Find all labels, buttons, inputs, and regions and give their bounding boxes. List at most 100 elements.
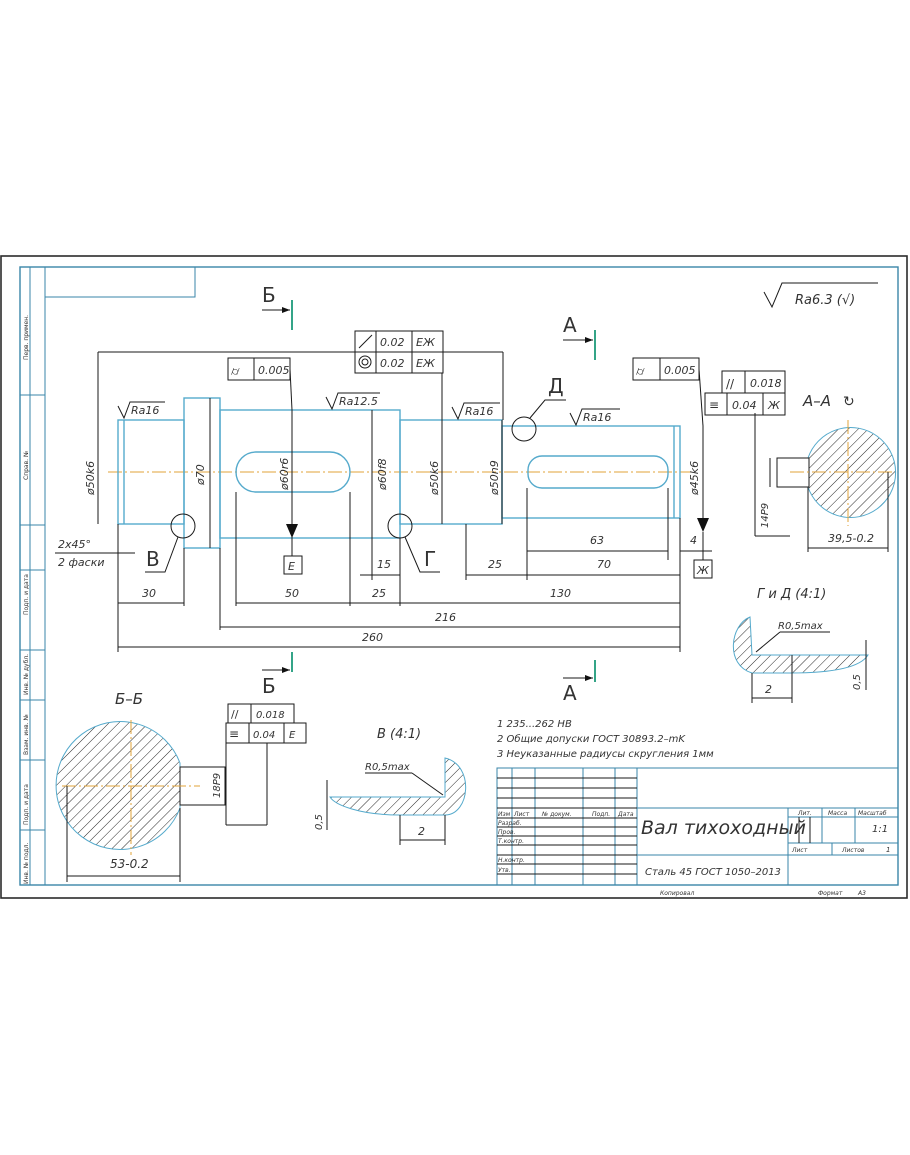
dim-4: 4 — [690, 534, 697, 547]
dim-216: 216 — [435, 611, 456, 624]
section-aa: А–А ↻ 14P9 39,5-0.2 — [754, 392, 897, 552]
dia-label: ø70 — [194, 464, 207, 486]
top-left-stamp — [44, 266, 196, 298]
length-dimensions — [117, 488, 712, 652]
dia-label: ø45k6 — [688, 461, 701, 496]
side-label: Справ. № — [23, 451, 30, 480]
dia-label: ø50k6 — [84, 461, 97, 496]
svg-text:2: 2 — [418, 825, 425, 838]
svg-text:Ra16: Ra16 — [131, 404, 159, 417]
title-block: Изм Лист № докум. Подп. Дата Разраб. Про… — [496, 767, 899, 897]
svg-text:≡: ≡ — [229, 727, 239, 741]
tb-header: Изм — [498, 811, 511, 818]
sheet-outer-border — [0, 255, 908, 899]
tb-role: Т.контр. — [498, 838, 524, 845]
svg-text:⌭: ⌭ — [636, 364, 645, 378]
tolerance-aa-frames: // 0.018 ≡ 0.04 Ж — [704, 370, 786, 416]
svg-text:Д: Д — [548, 374, 564, 398]
general-roughness: Ra6.3 (√) — [763, 282, 878, 309]
tolerance-right-runout: ⌭ 0.005 — [632, 357, 704, 427]
chamfer-note: 2х45° 2 фаски — [55, 538, 135, 569]
detail-g-d: Г и Д (4:1) R0,5max 2 0,5 — [732, 587, 869, 703]
svg-text:А–А: А–А — [802, 392, 831, 410]
svg-text:R0,5max: R0,5max — [365, 762, 410, 773]
tb-scale-value: 1:1 — [872, 824, 888, 835]
svg-text:2 фаски: 2 фаски — [58, 556, 104, 569]
tb-sheets-value: 1 — [886, 846, 890, 854]
svg-text:Б: Б — [262, 283, 276, 307]
roughness-marks: Ra16 Ra12.5 Ra16 Ra16 — [117, 392, 620, 427]
svg-text:18P9: 18P9 — [212, 773, 223, 798]
svg-text:53-0.2: 53-0.2 — [110, 857, 149, 871]
copied-label: Копировал — [660, 890, 694, 897]
svg-text:0.018: 0.018 — [256, 710, 285, 721]
dia-label: ø60f8 — [376, 458, 389, 491]
material: Сталь 45 ГОСТ 1050–2013 — [645, 867, 781, 878]
note-3: 3 Неуказанные радиусы скругления 1мм — [497, 749, 714, 760]
side-label: Инв. № дубл. — [23, 654, 30, 695]
dim-25a: 25 — [372, 587, 386, 600]
svg-text:Б: Б — [262, 674, 276, 698]
svg-text:Ra16: Ra16 — [465, 405, 493, 418]
note-1: 1 235...262 HB — [497, 719, 572, 730]
dim-25b: 25 — [488, 558, 502, 571]
svg-text:В: В — [146, 547, 160, 571]
dim-30: 30 — [142, 587, 156, 600]
dia-label: ø60r6 — [278, 458, 291, 491]
svg-text:0.018: 0.018 — [750, 377, 782, 390]
datum-zh: Ж — [693, 532, 713, 579]
dia-label: ø50k6 — [428, 461, 441, 496]
part-name: Вал тихоходный — [641, 817, 806, 839]
sheet-inner-frame — [19, 266, 899, 886]
dia-label: ø50n9 — [488, 460, 501, 496]
side-label: Взам. инв. № — [23, 714, 30, 755]
tb-mass: Масса — [828, 810, 847, 817]
svg-text://: // — [231, 708, 239, 721]
section-bb: Б–Б // 0.018 ≡ 0.04 Е 18P9 53-0.2 — [55, 690, 307, 882]
dim-130: 130 — [550, 587, 571, 600]
svg-text:↻: ↻ — [843, 394, 855, 410]
svg-text:0.005: 0.005 — [664, 364, 696, 377]
svg-text:0,5: 0,5 — [852, 674, 863, 690]
svg-text:⌭: ⌭ — [231, 364, 240, 378]
svg-text:0,5: 0,5 — [314, 814, 325, 830]
tb-role: Н.контр. — [498, 857, 525, 864]
tb-role: Разраб. — [498, 820, 522, 827]
svg-text:Е: Е — [289, 730, 296, 741]
svg-text:Ra16: Ra16 — [583, 411, 611, 424]
tolerance-left-runout: ⌭ 0.005 — [227, 357, 293, 411]
side-label: Подп. и дата — [23, 784, 30, 825]
dim-63: 63 — [590, 534, 604, 547]
format-label: Формат — [818, 890, 843, 897]
callout-d: Д — [511, 374, 566, 442]
dim-15: 15 — [377, 558, 391, 571]
cut-a-bottom: А — [563, 660, 596, 705]
svg-text:Ra6.3 (√): Ra6.3 (√) — [795, 293, 855, 308]
tb-sheet: Лист — [791, 847, 808, 854]
svg-text:А: А — [563, 681, 577, 705]
svg-text:Ж: Ж — [696, 564, 710, 577]
svg-text:0.005: 0.005 — [258, 364, 290, 377]
dim-70: 70 — [597, 558, 611, 571]
svg-text:0.04: 0.04 — [253, 730, 275, 741]
dim-260: 260 — [362, 631, 383, 644]
callout-g: Г — [387, 513, 440, 573]
svg-text:Г и Д (4:1): Г и Д (4:1) — [757, 587, 826, 602]
svg-text:В (4:1): В (4:1) — [377, 727, 421, 742]
svg-text:ЕЖ: ЕЖ — [416, 357, 436, 370]
tb-header: Дата — [617, 811, 634, 818]
tb-header: № докум. — [541, 811, 572, 818]
cut-a-top: А — [563, 313, 596, 360]
tb-scale: Масштаб — [858, 810, 887, 817]
svg-text://: // — [726, 377, 735, 391]
svg-text:Ra12.5: Ra12.5 — [339, 395, 378, 408]
tb-header: Подп. — [592, 811, 610, 818]
format-value: А3 — [857, 890, 866, 897]
diameter-dimensions — [97, 351, 709, 548]
svg-text:Е: Е — [288, 560, 295, 573]
tolerance-center-frames: 0.02 ЕЖ 0.02 ЕЖ — [354, 330, 444, 420]
svg-text:0.02: 0.02 — [380, 357, 405, 370]
svg-text:2: 2 — [765, 683, 772, 696]
tb-sheets: Листов — [841, 847, 865, 854]
